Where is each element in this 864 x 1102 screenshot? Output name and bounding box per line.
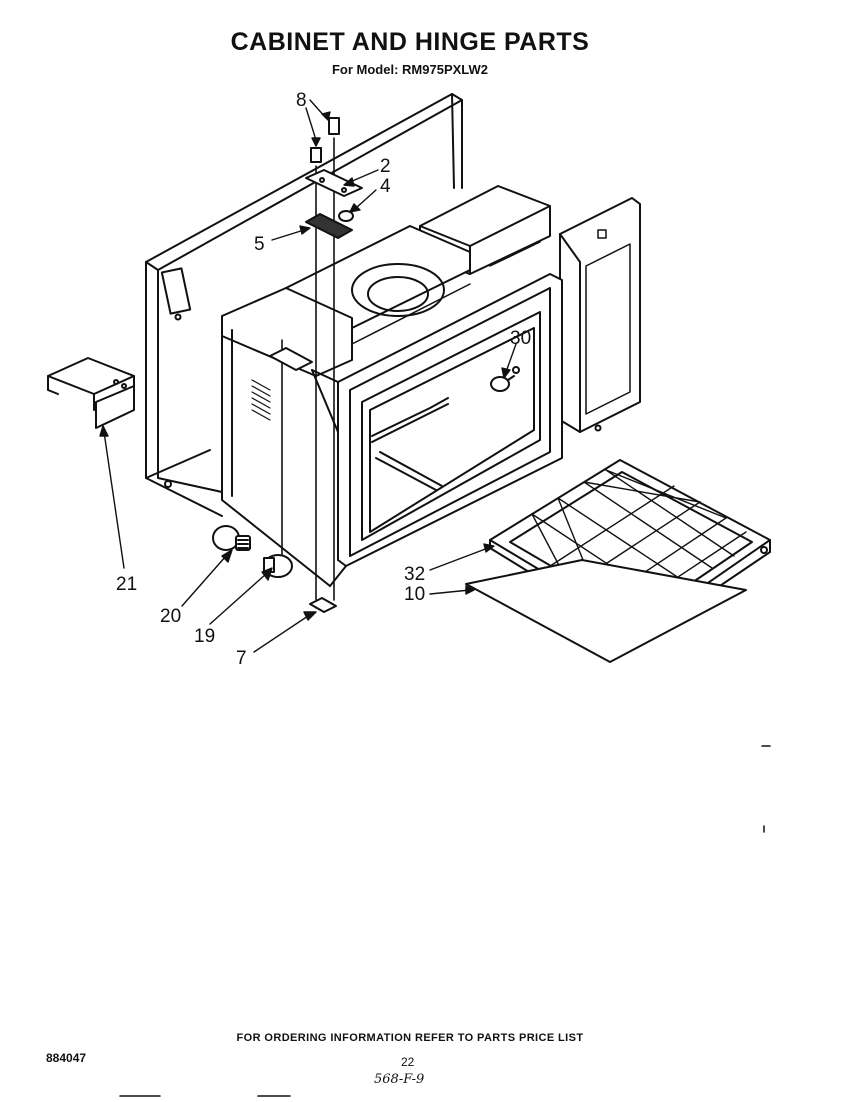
callout-30: 30 <box>510 328 531 349</box>
part-30-switch <box>490 366 520 392</box>
callout-4: 4 <box>380 176 391 197</box>
part-21-bracket <box>47 357 135 429</box>
leader-lines <box>99 99 517 653</box>
callout-10: 10 <box>404 584 425 605</box>
front-frame <box>311 273 563 587</box>
ordering-note: FOR ORDERING INFORMATION REFER TO PARTS … <box>236 1032 584 1044</box>
hinge-assembly <box>269 117 363 613</box>
cabinet-wrapper <box>145 93 463 517</box>
inner-cavity <box>221 287 353 587</box>
scan-marks <box>119 745 771 1097</box>
callout-8: 8 <box>296 90 307 111</box>
callout-7: 7 <box>236 648 247 669</box>
callout-5: 5 <box>254 234 265 255</box>
callout-19: 19 <box>194 626 215 647</box>
callout-21: 21 <box>116 574 137 595</box>
callout-2: 2 <box>380 156 391 177</box>
part-10-tray <box>465 559 747 663</box>
callout-32: 32 <box>404 564 425 585</box>
page-title: CABINET AND HINGE PARTS <box>230 28 590 56</box>
callout-20: 20 <box>160 606 181 627</box>
model-subtitle: For Model: RM975PXLW2 <box>331 62 489 77</box>
handwritten-note: 568-F-9 <box>374 1072 425 1087</box>
wrapper-right-panel <box>559 197 641 433</box>
part-20-light-bulb <box>212 525 251 551</box>
document-number: 884047 <box>46 1051 87 1065</box>
page-number: 22 <box>401 1055 415 1069</box>
